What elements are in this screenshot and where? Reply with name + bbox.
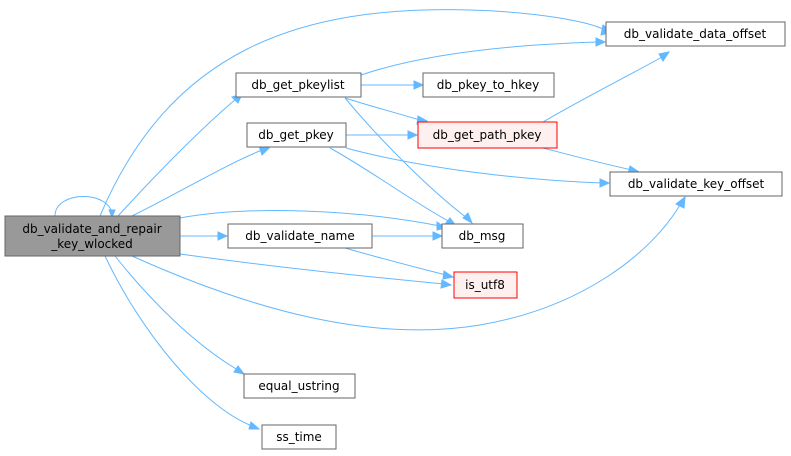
edge-root-to-is_utf8 (179, 253, 453, 289)
edge-db_validate_name-to-is_utf8 (344, 247, 455, 280)
node-label: db_get_pkey (258, 128, 334, 142)
edge-root-to-db_validate_key_offset (131, 195, 686, 331)
edge-root-to-ss_time (104, 255, 261, 430)
edge-db_get_pkey-to-db_get_path_pkey (346, 130, 419, 140)
edge-db_get_path_pkey-to-db_validate_key_offset (542, 147, 641, 175)
node-equal-ustring[interactable]: equal_ustring (243, 373, 356, 399)
edge-db_get_pkeylist-to-db_msg (344, 97, 473, 225)
node-db-get-pkey[interactable]: db_get_pkey (246, 122, 347, 148)
node-label: db_get_pkeylist (251, 78, 344, 92)
node-db-validate-data-offset[interactable]: db_validate_data_offset (605, 21, 786, 47)
edge-root-to-root (54, 196, 116, 219)
node-label: db_pkey_to_hkey (437, 78, 540, 92)
edge-root-to-db_get_pkey (131, 145, 271, 217)
node-label-line2: _key_wlocked (50, 237, 133, 251)
edge-root-to-db_validate_data_offset (99, 9, 615, 217)
node-db-validate-key-offset[interactable]: db_validate_key_offset (609, 171, 783, 197)
node-ss-time[interactable]: ss_time (261, 424, 337, 450)
node-label: db_get_path_pkey (433, 128, 542, 142)
edge-db_get_pkeylist-to-db_get_path_pkey (344, 97, 429, 125)
node-is-utf8[interactable]: is_utf8 (453, 271, 518, 299)
node-label-line1: db_validate_and_repair (22, 222, 161, 236)
node-db-pkey-to-hkey[interactable]: db_pkey_to_hkey (422, 72, 555, 98)
node-db-msg[interactable]: db_msg (441, 223, 524, 249)
node-label: db_validate_name (245, 229, 354, 243)
node-label: is_utf8 (465, 278, 505, 292)
edge-db_get_pkeylist-to-db_validate_data_offset (360, 37, 607, 76)
edge-db_get_path_pkey-to-db_validate_data_offset (542, 51, 671, 123)
node-db-validate-and-repair-key-wlocked[interactable]: db_validate_and_repair _key_wlocked (4, 215, 181, 257)
node-db-validate-name[interactable]: db_validate_name (227, 223, 373, 249)
edge-root-to-equal_ustring (114, 255, 246, 375)
node-label: ss_time (276, 430, 322, 444)
edge-db_get_pkey-to-db_msg (329, 147, 458, 227)
node-db-get-pkeylist[interactable]: db_get_pkeylist (235, 72, 362, 98)
edge-db_get_pkey-to-db_validate_key_offset (345, 147, 611, 188)
edge-root-to-db_validate_name (180, 231, 229, 241)
node-label: db_validate_data_offset (624, 27, 767, 41)
node-label: db_validate_key_offset (628, 177, 765, 191)
node-label: equal_ustring (258, 379, 339, 393)
edge-root-to-db_get_pkeylist (117, 93, 243, 217)
node-label: db_msg (459, 229, 506, 243)
node-db-get-path-pkey[interactable]: db_get_path_pkey (417, 121, 558, 149)
nodes-layer: db_validate_and_repair _key_wlocked db_g… (4, 21, 786, 450)
edge-db_get_pkeylist-to-db_pkey_to_hkey (361, 80, 425, 90)
edge-db_validate_name-to-db_msg (372, 231, 444, 241)
